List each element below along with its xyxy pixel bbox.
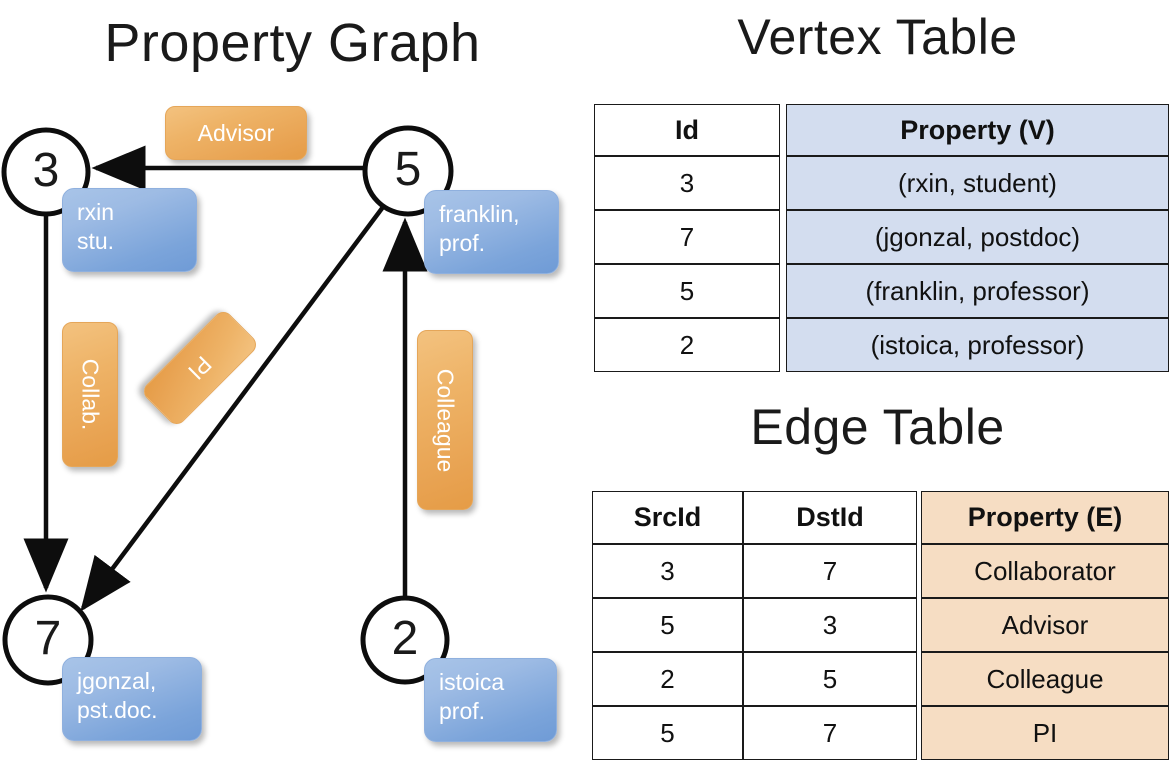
vertex-property-2-line1: istoica: [439, 669, 505, 695]
edge-5-to-7-pi: [80, 205, 385, 612]
edge-table-row: PI: [921, 706, 1169, 760]
vertex-property-box-7: jgonzal, pst.doc.: [62, 657, 202, 741]
vertex-property-7-line2: pst.doc.: [77, 696, 158, 723]
edge-table-header-srcid: SrcId: [592, 491, 743, 544]
edge-table-header-property: Property (E): [921, 491, 1169, 544]
edge-table-row: 3: [592, 544, 743, 598]
node-label-5: 5: [394, 143, 422, 196]
vertex-table-row: 7: [594, 210, 780, 264]
edge-label-collab: Collab.: [62, 322, 118, 467]
vertex-property-2-line2: prof.: [439, 697, 486, 724]
edge-table-row: 7: [743, 544, 917, 598]
edge-table-row: 5: [743, 652, 917, 706]
vertex-table-row: (istoica, professor): [786, 318, 1169, 372]
vertex-property-box-3: rxin stu.: [62, 188, 197, 272]
vertex-table-header-id: Id: [594, 104, 780, 156]
vertex-table-row: (franklin, professor): [786, 264, 1169, 318]
vertex-property-7-line1: jgonzal,: [77, 668, 157, 694]
vertex-property-5-line2: prof.: [439, 229, 486, 256]
node-label-3: 3: [32, 144, 60, 197]
edge-table-row: 3: [743, 598, 917, 652]
edge-label-advisor: Advisor: [165, 106, 307, 160]
edge-table-row: Colleague: [921, 652, 1169, 706]
vertex-property-box-2: istoica prof.: [424, 658, 557, 742]
vertex-table-row: 3: [594, 156, 780, 210]
edge-table-row: Advisor: [921, 598, 1169, 652]
vertex-table-header-property: Property (V): [786, 104, 1169, 156]
edge-table-row: Collaborator: [921, 544, 1169, 598]
edge-label-colleague: Colleague: [417, 330, 473, 510]
edge-table-header-dstid: DstId: [743, 491, 917, 544]
edge-table-row: 2: [592, 652, 743, 706]
node-label-7: 7: [34, 612, 62, 665]
node-label-2: 2: [391, 612, 419, 665]
page-title-edge-table: Edge Table: [750, 399, 1005, 455]
edge-table-row: 5: [592, 598, 743, 652]
page-title-property-graph: Property Graph: [104, 13, 481, 73]
vertex-property-box-5: franklin, prof.: [424, 190, 559, 274]
vertex-table-row: (jgonzal, postdoc): [786, 210, 1169, 264]
vertex-table-row: 5: [594, 264, 780, 318]
vertex-property-3-line1: rxin: [77, 199, 115, 225]
vertex-property-5-line1: franklin,: [439, 201, 520, 227]
page-title-vertex-table: Vertex Table: [737, 9, 1018, 65]
vertex-table-row: 2: [594, 318, 780, 372]
property-graph-diagram: 3 5 7 2 rxin stu. franklin, prof. jgonza…: [1, 106, 559, 742]
vertex-table-row: (rxin, student): [786, 156, 1169, 210]
edge-label-advisor-text: Advisor: [197, 119, 275, 146]
edge-table-row: 5: [592, 706, 743, 760]
node-circle-2[interactable]: [360, 595, 450, 685]
edge-table-row: 7: [743, 706, 917, 760]
vertex-property-3-line2: stu.: [77, 227, 115, 254]
